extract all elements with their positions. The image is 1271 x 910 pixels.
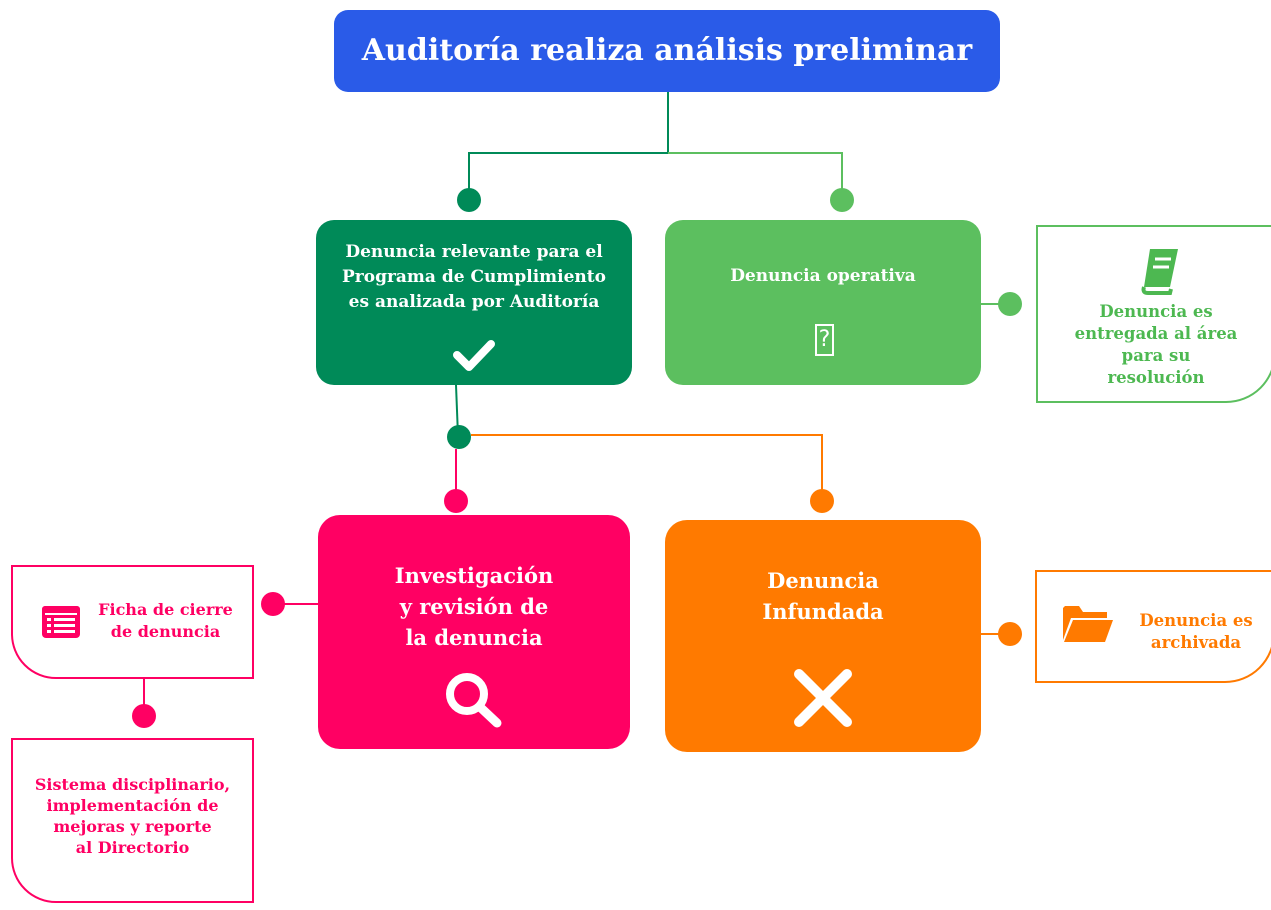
folder-open-icon: [1061, 602, 1115, 644]
book-icon: [1140, 247, 1182, 295]
relevant-line-1: Denuncia relevante para el: [345, 242, 603, 262]
investigation-line-3: la denuncia: [405, 625, 543, 650]
unfounded-complaint-box: Denuncia Infundada: [665, 520, 981, 752]
connector-dot: [261, 592, 285, 616]
investigation-line-2: y revisión de: [399, 594, 549, 619]
title-box: Auditoría realiza análisis preliminar: [334, 10, 1000, 92]
delivered-to-area-note: Denuncia es entregada al área para su re…: [1036, 225, 1271, 403]
unfounded-line-1: Denuncia: [767, 568, 879, 593]
delivered-line-1: Denuncia es: [1099, 302, 1213, 321]
title-text: Auditoría realiza análisis preliminar: [361, 33, 973, 68]
delivered-line-2: entregada al área: [1074, 324, 1238, 343]
list-card-icon: [41, 605, 81, 639]
operational-complaint-box: Denuncia operativa ?: [665, 220, 981, 385]
connector-dot: [447, 425, 471, 449]
investigation-line-1: Investigación: [394, 563, 554, 588]
search-icon: [442, 669, 506, 729]
closure-form-note: Ficha de cierre de denuncia: [11, 565, 254, 679]
investigation-box: Investigación y revisión de la denuncia: [318, 515, 630, 749]
disciplinary-line-1: Sistema disciplinario,: [34, 775, 231, 794]
question-glyph: ?: [818, 327, 831, 352]
relevant-line-2: Programa de Cumplimiento: [342, 267, 606, 287]
relevant-line-3: es analizada por Auditoría: [348, 292, 600, 312]
relevant-complaint-box: Denuncia relevante para el Programa de C…: [316, 220, 632, 385]
disciplinary-line-4: al Directorio: [75, 838, 190, 857]
closure-form-line-1: Ficha de cierre: [98, 600, 233, 619]
closure-form-line-2: de denuncia: [110, 622, 221, 641]
connector-dot: [132, 704, 156, 728]
unfounded-line-2: Infundada: [762, 599, 884, 624]
connector-dot: [810, 489, 834, 513]
connector-dot: [830, 188, 854, 212]
check-icon: [452, 338, 496, 372]
archived-note: Denuncia es archivada: [1035, 570, 1271, 683]
connector-dot: [998, 622, 1022, 646]
delivered-line-4: resolución: [1107, 368, 1205, 387]
connector-dot: [457, 188, 481, 212]
archived-line-1: Denuncia es: [1139, 611, 1253, 630]
disciplinary-line-3: mejoras y reporte: [53, 817, 212, 836]
disciplinary-line-2: implementación de: [46, 796, 219, 815]
archived-line-2: archivada: [1150, 633, 1242, 652]
operativa-label: Denuncia operativa: [730, 266, 916, 286]
disciplinary-system-note: Sistema disciplinario, implementación de…: [11, 738, 254, 903]
delivered-line-3: para su: [1121, 346, 1191, 365]
connector-dot: [444, 489, 468, 513]
question-box-icon: ?: [815, 324, 834, 356]
close-icon: [791, 666, 855, 730]
connector-dot: [998, 292, 1022, 316]
